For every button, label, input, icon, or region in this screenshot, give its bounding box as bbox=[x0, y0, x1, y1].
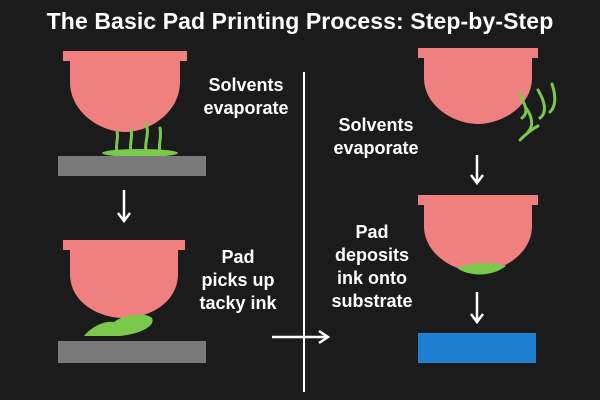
step2-label-line: picks up bbox=[201, 270, 275, 290]
down-arrow-right-upper bbox=[470, 155, 484, 186]
step3-label-line: evaporate bbox=[333, 138, 419, 158]
step4-label-line: ink onto bbox=[337, 268, 407, 288]
step3-pad bbox=[418, 48, 538, 124]
step2-ink bbox=[84, 314, 153, 336]
step2-label: Pad picks up tacky ink bbox=[180, 246, 296, 315]
step2-label-line: Pad bbox=[221, 247, 255, 267]
step2-pad bbox=[63, 240, 185, 318]
step4-label-line: deposits bbox=[334, 245, 409, 265]
step4-label-line: substrate bbox=[331, 291, 413, 311]
step2-label-line: tacky ink bbox=[199, 293, 277, 313]
right-arrow bbox=[272, 329, 331, 345]
step4-pad bbox=[418, 195, 538, 272]
step3-label: Solvents evaporate bbox=[318, 114, 434, 160]
step1-substrate bbox=[58, 156, 206, 176]
step1-label-line: evaporate bbox=[203, 98, 289, 118]
step4-ink bbox=[457, 263, 506, 275]
step4-label-line: Pad bbox=[355, 222, 389, 242]
diagram-title: The Basic Pad Printing Process: Step-by-… bbox=[46, 8, 554, 34]
step1-ink bbox=[102, 149, 178, 157]
step1-label: Solvents evaporate bbox=[188, 74, 304, 120]
step1-pad bbox=[63, 51, 187, 132]
step3-label-line: Solvents bbox=[338, 115, 414, 135]
step3-vapor bbox=[518, 82, 557, 142]
down-arrow-right-lower bbox=[470, 292, 484, 325]
step2-substrate bbox=[58, 341, 206, 363]
down-arrow-left bbox=[117, 190, 131, 224]
step4-label: Pad deposits ink onto substrate bbox=[314, 221, 430, 313]
step1-label-line: Solvents bbox=[208, 75, 284, 95]
step4-substrate bbox=[418, 333, 536, 363]
